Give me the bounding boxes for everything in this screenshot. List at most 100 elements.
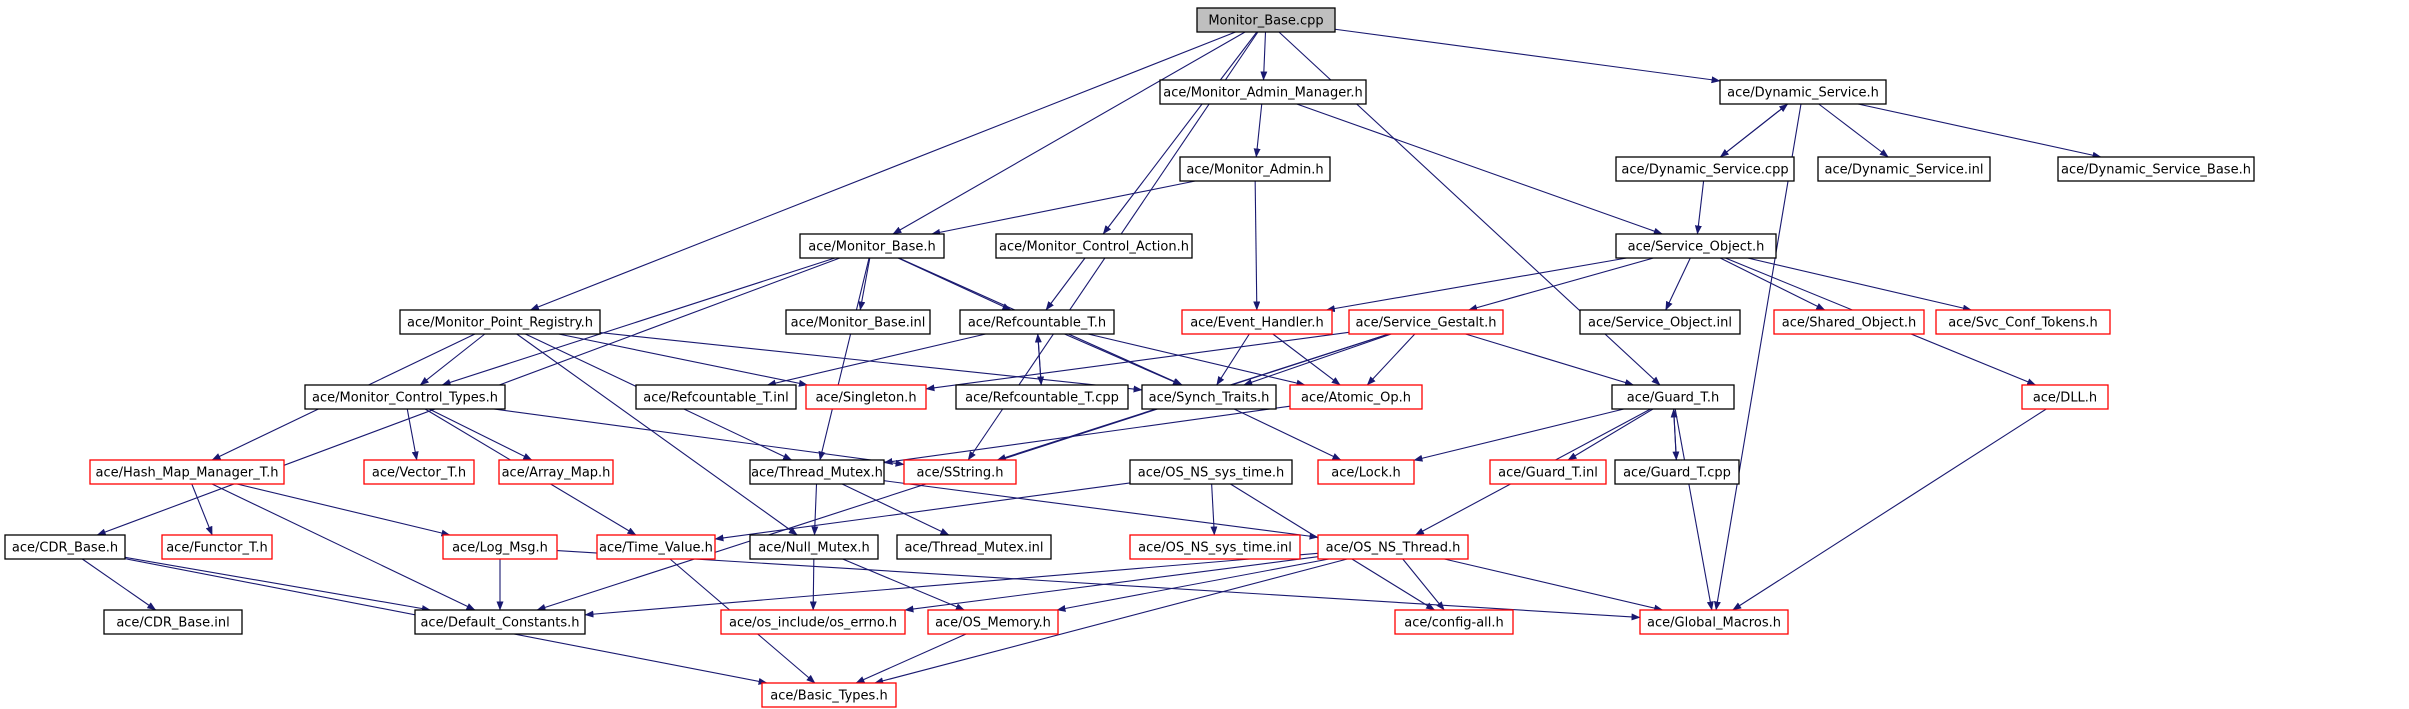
file-node-am-h[interactable]: ace/Array_Map.h <box>498 459 614 485</box>
dependency-edge-mpr_h-to-nm_h <box>516 333 798 536</box>
file-node-label: ace/Synch_Traits.h <box>1149 391 1270 406</box>
dependency-edge-mam_h-to-so_h <box>1296 103 1663 235</box>
file-node-osm-h[interactable]: ace/OS_Memory.h <box>927 609 1059 635</box>
file-node-cdr-inl[interactable]: ace/CDR_Base.inl <box>103 609 243 635</box>
file-node-tv-h[interactable]: ace/Time_Value.h <box>596 534 716 560</box>
edges-layer <box>81 28 2102 685</box>
file-node-mpr-h[interactable]: ace/Monitor_Point_Registry.h <box>399 309 601 335</box>
edge-line <box>529 31 1236 311</box>
file-node-mam-h[interactable]: ace/Monitor_Admin_Manager.h <box>1159 79 1367 105</box>
dependency-edge-rc_h-to-rc_inl <box>766 333 986 387</box>
file-node-ds-h[interactable]: ace/Dynamic_Service.h <box>1719 79 1887 105</box>
file-node-oss-h[interactable]: ace/OS_NS_sys_time.h <box>1129 459 1293 485</box>
file-node-box <box>927 609 1059 635</box>
file-node-sing-h[interactable]: ace/Singleton.h <box>805 384 927 410</box>
file-node-bt-h[interactable]: ace/Basic_Types.h <box>761 682 897 708</box>
dependency-edge-cdr_h-to-dc_h <box>124 556 431 613</box>
file-node-box <box>414 609 586 635</box>
file-node-ost-h[interactable]: ace/OS_NS_Thread.h <box>1317 534 1469 560</box>
dependency-edge-so_h-to-sg_h <box>1468 257 1654 312</box>
file-node-dll-h[interactable]: ace/DLL.h <box>2021 384 2109 410</box>
file-node-mca-h[interactable]: ace/Monitor_Control_Action.h <box>995 233 1193 259</box>
edge-line <box>1325 257 1627 312</box>
dependency-edge-mct_h-to-am_h <box>428 408 533 461</box>
dependency-edge-rc_h-to-ao_h <box>1087 333 1306 387</box>
file-node-ao-h[interactable]: ace/Atomic_Op.h <box>1289 384 1423 410</box>
file-node-lm-h[interactable]: ace/Log_Msg.h <box>442 534 558 560</box>
edge-line <box>1216 333 1250 386</box>
file-node-sct-h[interactable]: ace/Svc_Conf_Tokens.h <box>1935 309 2111 335</box>
file-node-mbase-inl[interactable]: ace/Monitor_Base.inl <box>785 309 931 335</box>
dependency-edge-nm_h-to-osm_h <box>842 558 965 611</box>
file-node-cfg-h[interactable]: ace/config-all.h <box>1394 609 1514 635</box>
edge-line <box>714 482 1131 542</box>
edge-line <box>1465 333 1634 386</box>
file-node-so-h[interactable]: ace/Service_Object.h <box>1615 233 1777 259</box>
file-node-gt-h[interactable]: ace/Guard_T.h <box>1611 384 1735 410</box>
file-node-box <box>896 534 1052 560</box>
edge-line <box>584 552 1319 618</box>
file-node-label: ace/Monitor_Base.inl <box>791 316 926 331</box>
file-node-gm-h[interactable]: ace/Global_Macros.h <box>1639 609 1789 635</box>
dependency-edge-gt_cpp-to-gt_h <box>1670 408 1678 461</box>
edge-line <box>818 257 870 461</box>
file-node-so-inl[interactable]: ace/Service_Object.inl <box>1579 309 1741 335</box>
dependency-edge-dll_h-to-gm_h <box>1732 408 2047 611</box>
file-node-cdr-h[interactable]: ace/CDR_Base.h <box>4 534 126 560</box>
file-node-sg-h[interactable]: ace/Service_Gestalt.h <box>1348 309 1504 335</box>
file-node-rc-cpp[interactable]: ace/Refcountable_T.cpp <box>955 384 1129 410</box>
edge-line <box>892 31 1246 235</box>
edge-line <box>904 556 1319 613</box>
file-node-vec-h[interactable]: ace/Vector_T.h <box>363 459 475 485</box>
file-node-sho-h[interactable]: ace/Shared_Object.h <box>1773 309 1925 335</box>
dependency-edge-rc_cpp-to-rc_h <box>1034 333 1042 386</box>
edge-line <box>556 549 1641 621</box>
dependency-edge-mb_cpp-to-ds_h <box>1334 28 1721 84</box>
file-node-ma-h[interactable]: ace/Monitor_Admin.h <box>1179 156 1331 182</box>
file-node-eh-h[interactable]: ace/Event_Handler.h <box>1181 309 1333 335</box>
edge-line <box>428 408 533 461</box>
edge-line <box>883 405 1291 465</box>
file-node-rc-h[interactable]: ace/Refcountable_T.h <box>959 309 1115 335</box>
dependency-edge-ds_cpp-to-ds_h <box>1719 103 1789 158</box>
file-node-dc-h[interactable]: ace/Default_Constants.h <box>414 609 586 635</box>
file-node-ss-h[interactable]: ace/SString.h <box>903 459 1017 485</box>
edge-line <box>1413 408 1625 462</box>
file-node-label: ace/Null_Mutex.h <box>758 541 870 556</box>
edge-line <box>1334 28 1721 84</box>
file-node-gt-cpp[interactable]: ace/Guard_T.cpp <box>1614 459 1740 485</box>
edge-line <box>1233 408 1342 461</box>
file-node-label: ace/Log_Msg.h <box>452 541 548 556</box>
file-node-box <box>1348 309 1504 335</box>
file-node-ds-cpp[interactable]: ace/Dynamic_Service.cpp <box>1615 156 1795 182</box>
file-node-mbase-h[interactable]: ace/Monitor_Base.h <box>799 233 945 259</box>
file-node-ds-inl[interactable]: ace/Dynamic_Service.inl <box>1817 156 1991 182</box>
edge-line <box>1732 408 2047 611</box>
dependency-edge-tm_h-to-tm_inl <box>841 483 950 536</box>
file-node-fun-h[interactable]: ace/Functor_T.h <box>161 534 273 560</box>
file-node-lock-h[interactable]: ace/Lock.h <box>1317 459 1415 485</box>
file-node-label: ace/DLL.h <box>2033 391 2097 406</box>
file-node-tm-h[interactable]: ace/Thread_Mutex.h <box>749 459 885 485</box>
edge-line <box>1719 257 1826 311</box>
file-node-tm-inl[interactable]: ace/Thread_Mutex.inl <box>896 534 1052 560</box>
file-node-label: ace/Guard_T.h <box>1627 391 1719 406</box>
file-node-oss-inl[interactable]: ace/OS_NS_sys_time.inl <box>1129 534 1301 560</box>
file-node-label: ace/Service_Object.h <box>1628 240 1765 255</box>
file-node-mb-cpp[interactable]: Monitor_Base.cpp <box>1196 7 1336 33</box>
dependency-edge-oss_h-to-tv_h <box>714 482 1131 542</box>
file-node-nm-h[interactable]: ace/Null_Mutex.h <box>749 534 879 560</box>
file-node-hmm-h[interactable]: ace/Hash_Map_Manager_T.h <box>89 459 285 485</box>
file-node-box <box>761 682 897 708</box>
file-node-label: ace/Time_Value.h <box>599 541 713 556</box>
file-node-label: ace/Dynamic_Service_Base.h <box>2061 163 2251 178</box>
dependency-edge-ds_cpp-to-so_h <box>1694 180 1705 235</box>
file-node-rc-inl[interactable]: ace/Refcountable_T.inl <box>635 384 797 410</box>
dependency-edge-ost_h-to-dc_h <box>584 552 1319 618</box>
file-node-dsb-h[interactable]: ace/Dynamic_Service_Base.h <box>2057 156 2255 182</box>
file-node-box <box>1179 156 1331 182</box>
file-node-gt-inl[interactable]: ace/Guard_T.inl <box>1489 459 1607 485</box>
file-node-st-h[interactable]: ace/Synch_Traits.h <box>1141 384 1277 410</box>
file-node-errno-h[interactable]: ace/os_include/os_errno.h <box>720 609 906 635</box>
file-node-mct-h[interactable]: ace/Monitor_Control_Types.h <box>304 384 506 410</box>
